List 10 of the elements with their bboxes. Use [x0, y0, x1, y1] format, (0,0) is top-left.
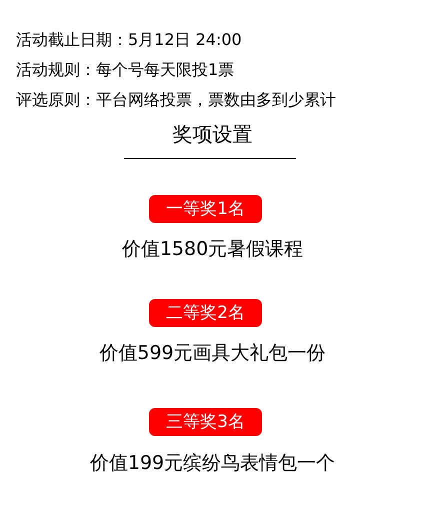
info-text: 活动截止日期：5月12日 24:00 [16, 30, 242, 50]
prize-description: 价值199元缤纷鸟表情包一个 [88, 451, 336, 476]
prize-description: 价值1580元暑假课程 [120, 237, 304, 262]
prize-description: 价值599元画具大礼包一份 [98, 341, 327, 366]
info-text: 活动规则：每个号每天限投1票 [16, 60, 234, 80]
info-text: 评选原则：平台网络投票，票数由多到少累计 [16, 90, 336, 110]
prize-badge: 二等奖2名 [149, 299, 262, 327]
prize-badge: 一等奖1名 [149, 195, 262, 223]
section-title: 奖项设置 [172, 121, 254, 147]
prize-badge: 三等奖3名 [149, 408, 262, 436]
